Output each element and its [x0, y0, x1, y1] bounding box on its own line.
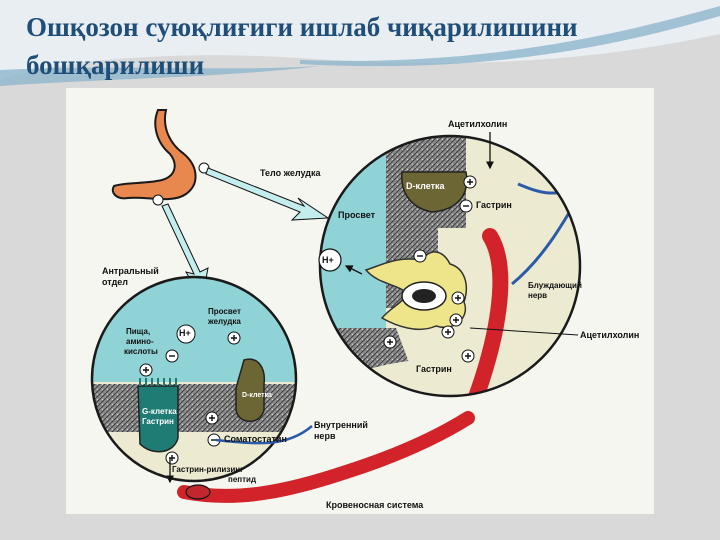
antrum-lumen-zone	[92, 277, 296, 382]
h-plus-ion	[318, 248, 342, 272]
label-d-cell-small: D-клетка	[242, 392, 272, 399]
vessel-body	[460, 228, 509, 396]
label-food-3: кислоты	[124, 347, 158, 356]
zoom-arrow-body	[205, 167, 330, 221]
label-stomach-body: Тело желудка	[260, 168, 321, 178]
label-grp-2: пептид	[228, 475, 257, 484]
label-lumen: Просвет	[338, 210, 376, 220]
slide-title: Ошқозон суюқлиғиги ишлаб чиқарилишини бо…	[26, 12, 578, 80]
label-d-cell-top: D-клетка	[406, 181, 445, 191]
label-internal-nerve-1: Внутренний	[314, 420, 368, 430]
label-vagus-nerve-1: Блуждающий	[528, 281, 582, 290]
label-grp-1: Гастрин-рилизинг	[172, 465, 244, 474]
diagram-artwork	[90, 109, 582, 503]
vessel-cross-section	[185, 484, 211, 500]
header-swoosh-1	[300, 6, 720, 67]
label-internal-nerve-2: нерв	[314, 431, 336, 441]
label-somatostatin: Соматостатин	[224, 434, 287, 444]
label-vagus-nerve-2: нерв	[528, 291, 548, 300]
label-acetylcholine-right: Ацетилхолин	[580, 330, 640, 340]
antrum-circle-outline	[90, 275, 298, 483]
stomach-regulation-diagram: Ацетилхолин Тело желудка D-клетка Гастри…	[66, 88, 654, 514]
antrum-microvilli	[139, 378, 177, 386]
h-plus-arrow	[344, 265, 363, 275]
acetylcholine-right-leader	[469, 327, 579, 336]
label-venous-system: Кровеносная система	[326, 500, 424, 510]
label-h-plus-small: H+	[179, 328, 191, 338]
antrum-mucosa-hatch	[92, 384, 296, 434]
label-g-cell-1: G-клетка	[142, 407, 177, 416]
label-antral-1: Антральный	[102, 266, 159, 276]
label-food-1: Пища,	[126, 327, 151, 336]
body-signal-signs	[387, 179, 473, 359]
venous-vessel	[177, 411, 475, 503]
d-cell-small-shape	[235, 358, 266, 422]
internal-nerve-line	[215, 425, 313, 445]
stomach-shape	[111, 109, 197, 201]
label-food-2: амино-	[126, 337, 154, 346]
label-gastric-lumen-2: желудка	[208, 317, 241, 326]
label-acetylcholine-top: Ацетилхолин	[448, 119, 508, 129]
body-circle-outline	[318, 134, 582, 398]
stomach-antrum-marker	[152, 194, 164, 206]
antrum-signal-signs	[143, 335, 237, 461]
label-g-cell-2: Гастрин	[142, 417, 174, 426]
header-swoosh-2	[0, 66, 320, 86]
label-gastrin-bottom: Гастрин	[416, 364, 452, 374]
label-gastric-lumen-1: Просвет	[208, 307, 241, 316]
label-h-plus: H+	[322, 255, 334, 265]
parietal-nucleus-core	[412, 289, 436, 303]
label-antral-2: отдел	[102, 277, 128, 287]
label-gastrin-top: Гастрин	[476, 200, 512, 210]
g-cell	[137, 385, 179, 453]
header-wave	[0, 0, 720, 80]
